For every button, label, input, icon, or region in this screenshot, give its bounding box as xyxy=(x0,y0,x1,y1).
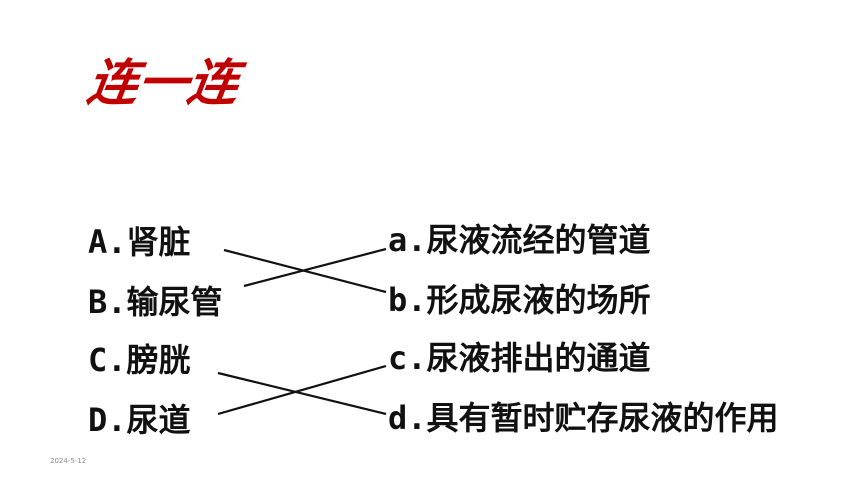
left-item-a: A.肾脏 xyxy=(88,226,191,258)
right-item-letter: d. xyxy=(388,399,427,437)
right-item-letter: b. xyxy=(388,281,427,319)
left-item-text: 膀胱 xyxy=(126,341,191,379)
left-item-text: 尿道 xyxy=(126,401,191,439)
match-line-b-a xyxy=(243,247,387,288)
left-item-d: D.尿道 xyxy=(88,404,191,436)
right-item-text: 尿液流经的管道 xyxy=(426,221,651,259)
match-line-d-c xyxy=(217,364,387,416)
right-item-text: 形成尿液的场所 xyxy=(426,281,651,319)
match-line-c-d xyxy=(217,371,387,416)
right-item-letter: c. xyxy=(388,339,427,377)
right-item-text: 尿液排出的通道 xyxy=(426,339,651,377)
left-item-letter: A. xyxy=(88,223,127,261)
right-item-a: a.尿液流经的管道 xyxy=(388,224,651,256)
match-line-a-b xyxy=(223,248,387,294)
left-item-letter: B. xyxy=(88,283,127,321)
right-item-d: d.具有暂时贮存尿液的作用 xyxy=(388,402,779,434)
right-item-letter: a. xyxy=(388,221,427,259)
left-item-letter: D. xyxy=(88,401,127,439)
left-item-text: 输尿管 xyxy=(126,283,223,321)
slide-title: 连一连 xyxy=(83,54,243,112)
right-item-b: b.形成尿液的场所 xyxy=(388,284,651,316)
right-item-c: c.尿液排出的通道 xyxy=(388,342,651,374)
right-item-text: 具有暂时贮存尿液的作用 xyxy=(426,399,779,437)
footer-date: 2024-5-12 xyxy=(50,457,87,465)
left-item-letter: C. xyxy=(88,341,127,379)
left-item-c: C.膀胱 xyxy=(88,344,191,376)
left-item-b: B.输尿管 xyxy=(88,286,223,318)
left-item-text: 肾脏 xyxy=(126,223,191,261)
